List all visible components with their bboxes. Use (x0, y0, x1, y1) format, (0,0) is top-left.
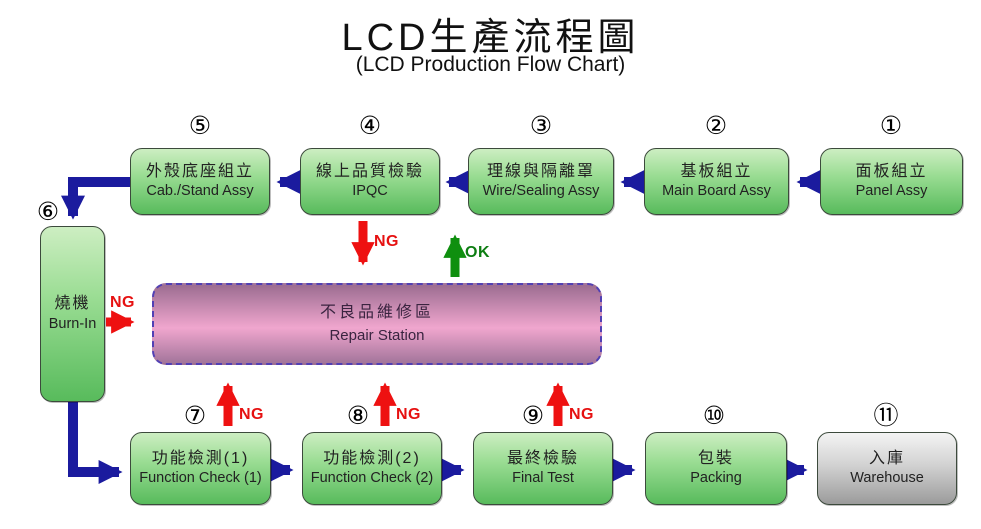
node-ipqc-en: IPQC (352, 183, 388, 200)
chart-subtitle: (LCD Production Flow Chart) (355, 53, 626, 76)
ng-label-function-check-2: NG (396, 406, 421, 423)
node-function-check-1-en: Function Check (1) (139, 470, 262, 487)
node-function-check-1: 功能檢測(1) Function Check (1) (130, 432, 271, 505)
ng-label-final-test: NG (569, 406, 594, 423)
step-number-3: ③ (529, 112, 553, 140)
node-final-test: 最終檢驗 Final Test (473, 432, 613, 505)
node-main-board-assy-en: Main Board Assy (662, 183, 771, 200)
node-function-check-2-en: Function Check (2) (310, 470, 434, 487)
arrow-cabstand-to-burnin (60, 177, 131, 220)
ng-label-burn-in: NG (110, 294, 135, 311)
ng-label-function-check-1: NG (239, 406, 264, 423)
node-panel-assy: 面板組立 Panel Assy (820, 148, 963, 215)
step-number-9: ⑨ (521, 402, 545, 430)
arrow-burnin-to-fc1 (68, 401, 123, 485)
node-ipqc-zh: 線上品質檢驗 (315, 162, 424, 180)
step-number-10: ⑩ (702, 402, 726, 430)
node-panel-assy-en: Panel Assy (855, 183, 928, 200)
node-packing-zh: 包裝 (697, 449, 734, 467)
node-final-test-en: Final Test (512, 470, 574, 487)
node-cab-stand-assy-en: Cab./Stand Assy (146, 183, 254, 200)
step-number-1: ① (879, 112, 903, 140)
node-function-check-2: 功能檢測(2) Function Check (2) (302, 432, 442, 505)
node-repair-station: 不良品維修區 Repair Station (152, 283, 602, 365)
node-packing: 包裝 Packing (645, 432, 787, 505)
node-wire-sealing-assy: 理線與隔離罩 Wire/Sealing Assy (468, 148, 614, 215)
node-cab-stand-assy-zh: 外殼底座組立 (145, 162, 254, 180)
step-number-4: ④ (358, 112, 382, 140)
node-warehouse: 入庫 Warehouse (817, 432, 957, 505)
node-wire-sealing-assy-en: Wire/Sealing Assy (482, 183, 600, 200)
ok-label-repair: OK (465, 244, 490, 261)
node-ipqc: 線上品質檢驗 IPQC (300, 148, 440, 215)
chart-title: LCD生產流程圖 (341, 17, 640, 59)
node-repair-station-en: Repair Station (329, 326, 425, 344)
node-main-board-assy: 基板組立 Main Board Assy (644, 148, 789, 215)
step-number-11: ⑪ (873, 402, 899, 430)
step-number-2: ② (704, 112, 728, 140)
node-burn-in: 燒機 Burn-In (40, 226, 105, 402)
node-function-check-1-zh: 功能檢測(1) (151, 449, 250, 467)
node-function-check-2-zh: 功能檢測(2) (323, 449, 421, 467)
node-warehouse-en: Warehouse (850, 470, 924, 487)
step-number-6: ⑥ (36, 198, 60, 226)
node-packing-en: Packing (690, 470, 742, 487)
node-burn-in-zh: 燒機 (54, 295, 91, 313)
node-main-board-assy-zh: 基板組立 (680, 162, 753, 180)
node-cab-stand-assy: 外殼底座組立 Cab./Stand Assy (130, 148, 270, 215)
node-warehouse-zh: 入庫 (868, 449, 905, 467)
node-repair-station-zh: 不良品維修區 (319, 304, 434, 322)
step-number-5: ⑤ (188, 112, 212, 140)
step-number-8: ⑧ (346, 402, 370, 430)
step-number-7: ⑦ (183, 402, 207, 430)
node-final-test-zh: 最終檢驗 (506, 449, 579, 467)
node-burn-in-en: Burn-In (48, 315, 97, 332)
node-panel-assy-zh: 面板組立 (855, 162, 928, 180)
ng-label-ipqc: NG (374, 233, 399, 250)
node-wire-sealing-assy-zh: 理線與隔離罩 (486, 162, 595, 180)
